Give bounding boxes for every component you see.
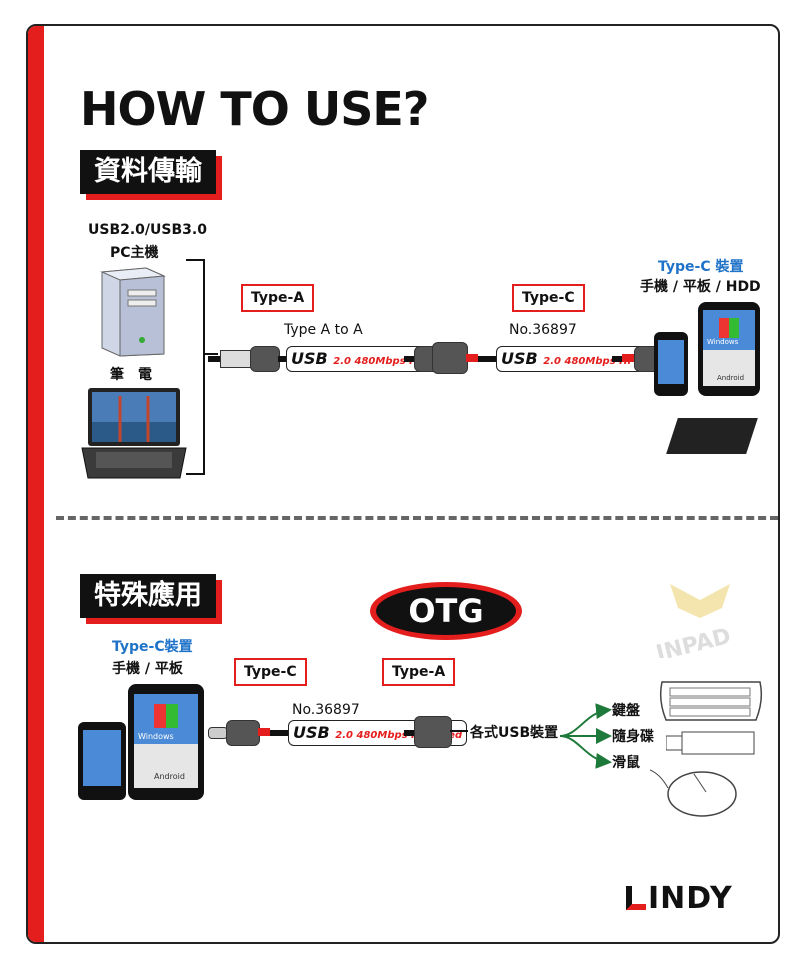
lindy-logo: INDY bbox=[626, 881, 733, 916]
target-mouse-label: 滑鼠 bbox=[612, 755, 640, 771]
otg-device-label-line1: Type-C裝置 bbox=[112, 639, 193, 655]
red-accent-bar bbox=[28, 26, 44, 942]
usb-a-socket-icon bbox=[414, 716, 452, 748]
plug-housing bbox=[250, 346, 280, 372]
usb-devices-label: 各式USB裝置 bbox=[470, 725, 559, 741]
laptop-icon bbox=[81, 388, 187, 479]
usb-a-socket-icon bbox=[432, 342, 468, 374]
otg-type-c-tag: Type-C bbox=[234, 658, 307, 686]
otg-cable-chain: USB 2.0 480Mbps Hi-Speed bbox=[208, 716, 468, 748]
lindy-logo-mark bbox=[626, 886, 646, 910]
usb-a-plug-icon bbox=[220, 350, 252, 368]
mouse-icon bbox=[650, 769, 737, 817]
laptop-label: 筆 電 bbox=[110, 367, 152, 383]
section-divider bbox=[56, 516, 778, 520]
external-hdd-icon bbox=[666, 418, 758, 454]
tablet-icon: Windows Android bbox=[698, 302, 760, 396]
source-label-line1: USB2.0/USB3.0 bbox=[88, 222, 207, 238]
source-label-line2: PC主機 bbox=[110, 245, 159, 261]
android-text: Android bbox=[154, 772, 185, 781]
cable2-label: No.36897 bbox=[509, 322, 577, 338]
source-bracket bbox=[186, 259, 218, 475]
target-keyboard-label: 鍵盤 bbox=[612, 703, 640, 719]
section-heading-data-transfer: 資料傳輸 bbox=[80, 150, 216, 194]
svg-text:INPAD: INPAD bbox=[654, 624, 734, 658]
type-c-plug-icon bbox=[208, 727, 228, 739]
otg-device-label-line2: 手機 / 平板 bbox=[112, 661, 183, 677]
keyboard-icon bbox=[659, 681, 763, 721]
cable1-label: Type A to A bbox=[284, 322, 363, 338]
windows-text: Windows bbox=[707, 338, 739, 346]
android-text: Android bbox=[717, 374, 745, 382]
page-title: HOW TO USE? bbox=[80, 82, 429, 136]
connector-line bbox=[450, 730, 468, 732]
otg-badge: OTG bbox=[370, 582, 522, 640]
dest-label-line2: 手機 / 平板 / HDD bbox=[640, 279, 761, 295]
type-c-plug-housing bbox=[226, 720, 260, 746]
cable-chain-1: USB 2.0 480Mbps Hi-Speed bbox=[208, 344, 648, 374]
dest-label-line1: Type-C 裝置 bbox=[658, 259, 744, 275]
type-a-tag: Type-A bbox=[241, 284, 315, 312]
otg-type-a-tag: Type-A bbox=[382, 658, 456, 686]
section-heading-special-use: 特殊應用 bbox=[80, 574, 216, 618]
inpad-watermark-logo: INPAD bbox=[654, 584, 734, 658]
flash-drive-icon bbox=[666, 731, 755, 755]
pc-tower-icon bbox=[100, 267, 166, 357]
info-card: HOW TO USE? 資料傳輸 USB2.0/USB3.0 PC主機 筆 電 … bbox=[26, 24, 780, 944]
type-c-tag: Type-C bbox=[512, 284, 585, 312]
otg-tablet-icon: Windows Android bbox=[128, 684, 204, 800]
lindy-brand-text: INDY bbox=[648, 881, 733, 916]
otg-phone-icon bbox=[78, 722, 126, 800]
otg-cable-label: No.36897 bbox=[292, 702, 360, 718]
phone-icon bbox=[654, 332, 688, 396]
otg-text: OTG bbox=[376, 587, 516, 635]
branch-arrows bbox=[559, 703, 612, 769]
cable-chain-2: USB 2.0 480Mbps Hi-Speed bbox=[432, 342, 692, 374]
windows-text: Windows bbox=[138, 732, 174, 741]
target-flash-drive-label: 隨身碟 bbox=[612, 729, 654, 745]
